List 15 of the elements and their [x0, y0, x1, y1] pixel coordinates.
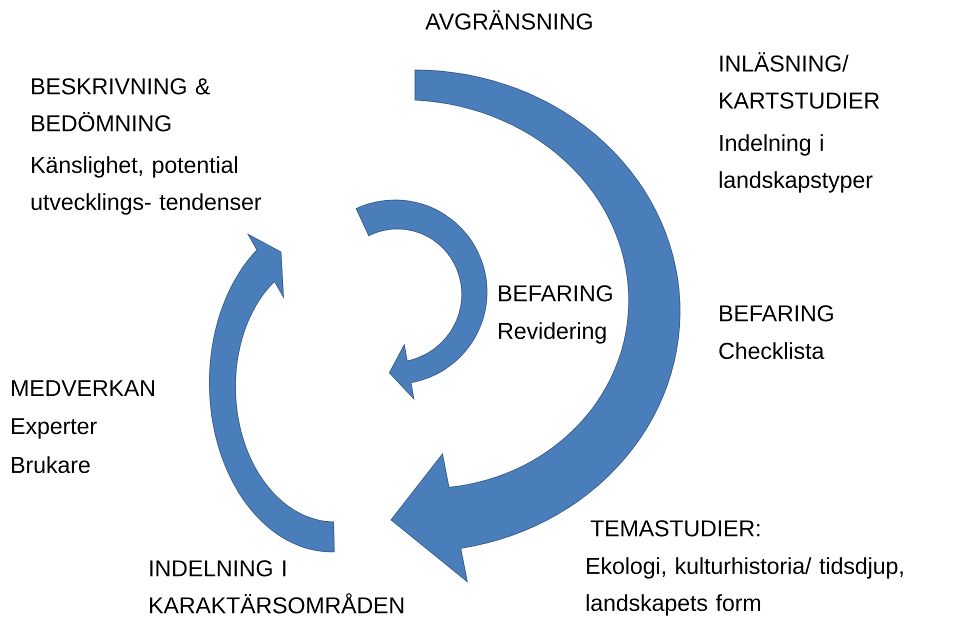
body-text: Indelning i landskapstyper	[720, 134, 872, 193]
body-text: Ekologi, kulturhistoria/ tidsdjup, landskapets form	[586, 557, 903, 616]
heading-text: BEFARING	[720, 305, 833, 322]
heading-text: BESKRIVNING & BEDÖMNING	[32, 78, 210, 132]
heading-text: BEFARING	[499, 285, 612, 302]
heading-text: INLÄSNING/ KARTSTUDIER	[720, 52, 880, 109]
body-text: Experter	[12, 418, 97, 439]
body-text: Brukare	[12, 456, 90, 474]
body-text: Checklista	[719, 342, 824, 360]
body-text: Revidering	[499, 322, 606, 344]
body-text: Känslighet, potential utvecklings- tendenser	[32, 156, 262, 215]
heading-text: TEMASTUDIER:	[590, 520, 760, 536]
heading-text: MEDVERKAN	[12, 380, 154, 396]
heading-text: INDELNING I KARAKTÄRSOMRÅDEN	[150, 560, 404, 614]
heading-text: AVGRÄNSNING	[425, 10, 592, 30]
